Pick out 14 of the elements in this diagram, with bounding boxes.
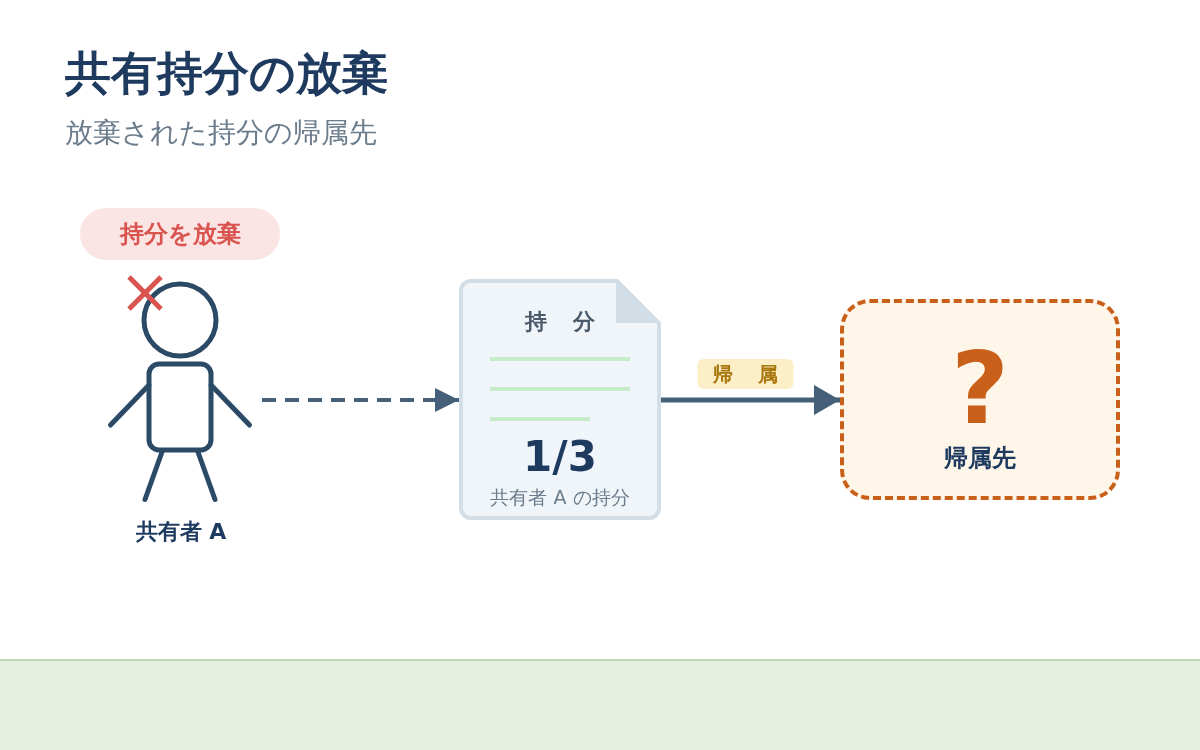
- dashed-arrow: [262, 388, 459, 412]
- arrow: [661, 385, 840, 415]
- diagram-title: 共有持分の放棄: [65, 46, 388, 102]
- question-mark: ?: [951, 340, 1009, 436]
- share-fraction: 1/3: [523, 434, 597, 480]
- document-caption: 共有者 A の持分: [490, 485, 630, 509]
- person-name: 共有者 A: [135, 518, 227, 546]
- status-tag: 持分を放棄: [80, 208, 280, 260]
- edge-label: 帰 属: [697, 359, 794, 389]
- document-card: [459, 279, 661, 520]
- document-heading: 持 分: [525, 308, 595, 336]
- destination-box: [840, 299, 1120, 500]
- destination-label: 帰属先: [944, 443, 1016, 473]
- subtitle: 放棄された持分の帰属先: [65, 116, 377, 150]
